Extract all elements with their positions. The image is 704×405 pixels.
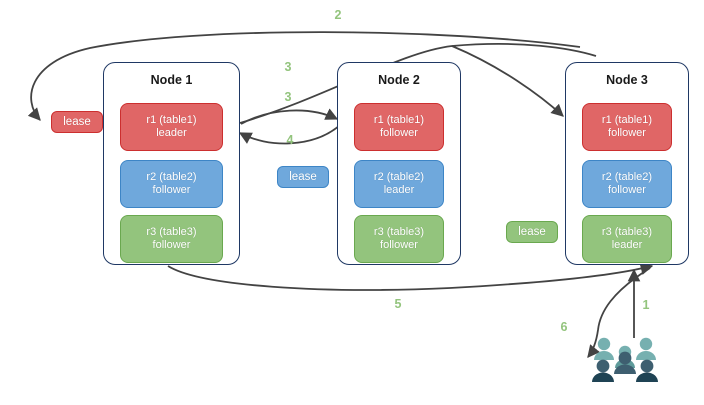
replica-role: follower (152, 184, 191, 196)
replica-node2-r1[interactable]: r1 (table1) follower (354, 103, 444, 151)
replica-role: follower (608, 127, 646, 139)
replica-role: follower (152, 239, 191, 251)
replica-name: r3 (table3) (373, 225, 425, 238)
replica-node2-r3[interactable]: r3 (table3) follower (354, 215, 444, 263)
lease-label: lease (289, 171, 317, 183)
node-box-node1[interactable]: Node 1 r1 (table1) leader r2 (table2) fo… (103, 62, 240, 265)
lease-label: lease (518, 226, 546, 238)
replica-name: r3 (table3) (146, 225, 197, 238)
replica-name: r1 (table1) (146, 113, 197, 126)
replica-name: r1 (table1) (373, 113, 425, 126)
step-label-1: 1 (642, 298, 650, 312)
replica-role: follower (608, 184, 646, 196)
node-box-node2[interactable]: Node 2 r1 (table1) follower r2 (table2) … (337, 62, 461, 265)
replica-node3-r2[interactable]: r2 (table2) follower (582, 160, 672, 208)
replica-role: leader (611, 239, 643, 251)
step-label-3-upper: 3 (284, 60, 292, 74)
replica-role: leader (156, 127, 187, 139)
replica-role: follower (380, 127, 418, 139)
replica-node3-r3[interactable]: r3 (table3) leader (582, 215, 672, 263)
lease-badge-r1[interactable]: lease (51, 111, 103, 133)
replica-node1-r3[interactable]: r3 (table3) follower (120, 215, 223, 263)
lease-badge-r2[interactable]: lease (277, 166, 329, 188)
replica-name: r1 (table1) (601, 113, 653, 126)
node-title-node2: Node 2 (378, 73, 420, 87)
node-box-node3[interactable]: Node 3 r1 (table1) follower r2 (table2) … (565, 62, 689, 265)
replica-node3-r1[interactable]: r1 (table1) follower (582, 103, 672, 151)
arrow-step-3-to-node3 (451, 45, 564, 117)
replica-name: r2 (table2) (601, 170, 653, 183)
replica-role: follower (380, 239, 418, 251)
users-icon (592, 337, 658, 382)
step-label-3-lower: 3 (284, 90, 292, 104)
replica-name: r2 (table2) (373, 170, 425, 183)
replica-node2-r2[interactable]: r2 (table2) leader (354, 160, 444, 208)
replica-name: r3 (table3) (601, 225, 653, 238)
node-title-node1: Node 1 (150, 73, 193, 87)
lease-badge-r3[interactable]: lease (506, 221, 558, 243)
step-label-5: 5 (394, 297, 402, 311)
replica-node1-r1[interactable]: r1 (table1) leader (120, 103, 223, 151)
replica-name: r2 (table2) (146, 170, 197, 183)
arrow-step-3-lower (240, 108, 339, 125)
step-label-4: 4 (286, 133, 294, 147)
step-label-2: 2 (334, 8, 342, 22)
step-label-6: 6 (560, 320, 568, 334)
replica-node1-r2[interactable]: r2 (table2) follower (120, 160, 223, 208)
node-title-node3: Node 3 (606, 73, 648, 87)
lease-label: lease (63, 116, 91, 128)
arrow-step-5 (167, 262, 654, 291)
replica-role: leader (383, 184, 415, 196)
